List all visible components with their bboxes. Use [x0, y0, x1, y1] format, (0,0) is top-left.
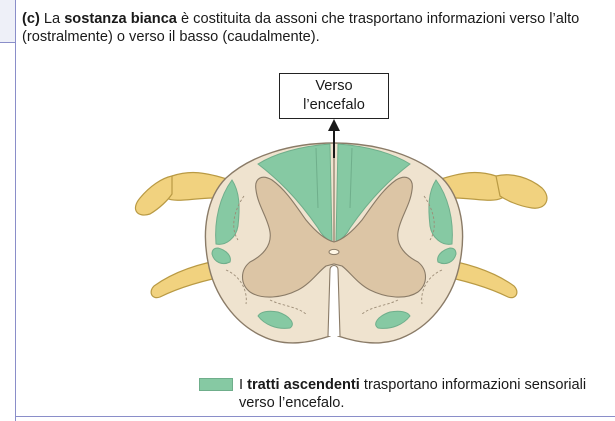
- anterior-median-fissure: [328, 266, 340, 337]
- upward-arrow-head: [328, 119, 340, 131]
- legend-text: I tratti ascendenti trasportano informaz…: [239, 376, 599, 412]
- right-dorsal-root-ganglion: [496, 175, 547, 208]
- central-canal: [329, 249, 339, 254]
- left-dorsal-root-ganglion: [135, 176, 172, 215]
- direction-label-line1: Verso: [280, 77, 388, 96]
- direction-label-line2: l’encefalo: [280, 96, 388, 115]
- legend-swatch: [199, 378, 233, 391]
- direction-label-box: Verso l’encefalo: [279, 73, 389, 119]
- legend-term: tratti ascendenti: [247, 377, 360, 393]
- legend-text-1: I: [239, 377, 247, 393]
